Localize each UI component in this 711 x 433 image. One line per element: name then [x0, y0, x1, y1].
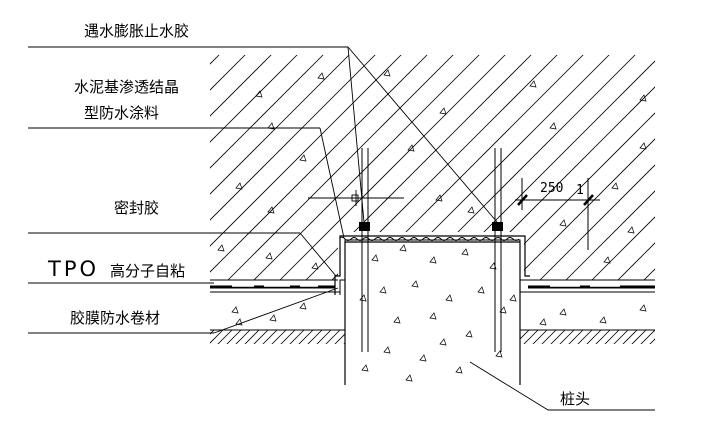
cross-mark	[308, 190, 404, 206]
dimension-250	[515, 178, 600, 250]
membrane-right	[520, 279, 655, 293]
slab-speckles	[217, 69, 647, 270]
label-pile-head: 桩头	[560, 390, 590, 408]
label-waterstop: 遇水膨胀止水胶	[84, 22, 189, 40]
label-membrane-line1: 高分子自粘	[110, 262, 185, 280]
pile-head	[344, 241, 521, 385]
label-coating-line2: 型防水涂料	[84, 104, 159, 122]
ground-hatching	[210, 330, 655, 344]
cushion-speckles	[231, 302, 647, 326]
dimension-value: 250	[540, 181, 563, 196]
label-membrane-prefix: TPO	[47, 257, 99, 281]
label-membrane-line2: 胶膜防水卷材	[70, 309, 160, 327]
waterstop-blocks	[359, 222, 503, 231]
label-coating-line1: 水泥基渗透结晶	[74, 78, 179, 96]
leader-lines	[28, 46, 655, 411]
rebars	[361, 148, 502, 352]
dimension-subscript: 1	[576, 183, 584, 198]
coating-wrap	[334, 235, 530, 295]
membrane-left	[210, 279, 340, 293]
label-sealant: 密封胶	[114, 199, 159, 217]
